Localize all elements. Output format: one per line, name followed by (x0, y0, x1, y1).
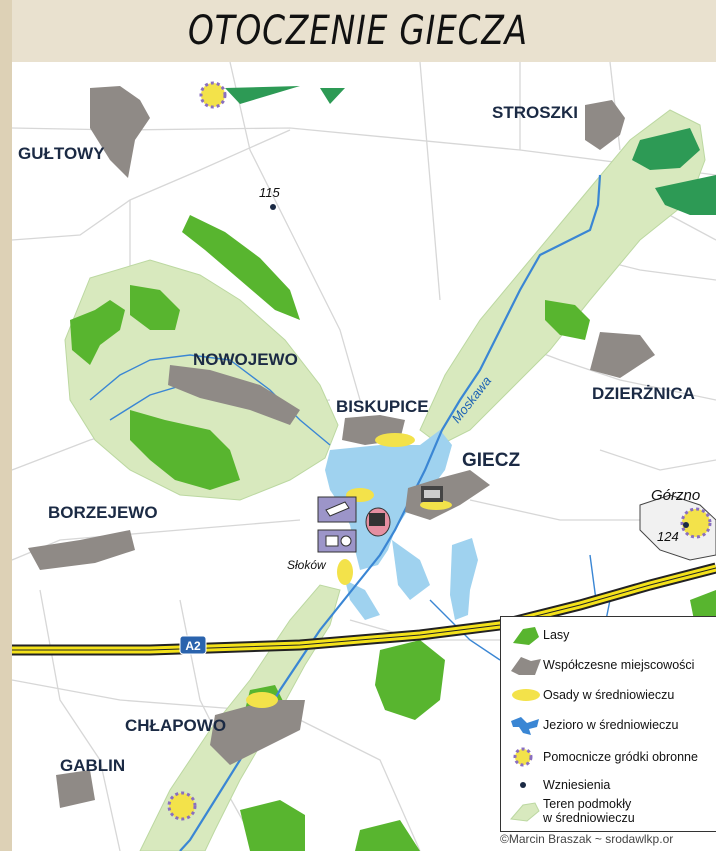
hill-marker-124 (683, 522, 689, 528)
legend-row-villages: Współczesne miejscowości (509, 653, 694, 677)
map-title: OTOCZENIE GIECZA (188, 8, 528, 54)
road-label-a2: A2 (185, 639, 201, 653)
legend-lake: Jezioro w średniowieczu (543, 718, 679, 732)
elevation-124: 124 (657, 529, 679, 544)
place-gultowy: GUŁTOWY (18, 144, 105, 163)
forest-areas (70, 215, 716, 851)
place-gorzno: Górzno (651, 487, 700, 504)
hill-swatch-icon (520, 782, 526, 788)
wetland-swatch-icon (510, 802, 540, 822)
legend-row-lake: Jezioro w średniowieczu (509, 713, 678, 737)
villages (28, 86, 655, 808)
stronghold-swatch-icon (513, 747, 533, 767)
place-giecz: GIECZ (462, 450, 520, 471)
legend-settlements: Osady w średniowieczu (543, 688, 675, 702)
map-frame (0, 0, 12, 851)
strongholds (167, 81, 712, 821)
elevation-115: 115 (259, 185, 280, 200)
medieval-lake (325, 430, 478, 620)
place-slokow: Słoków (287, 558, 327, 572)
archaeology-symbols (317, 486, 443, 553)
legend-forests: Lasy (543, 628, 570, 642)
legend-row-settlements: Osady w średniowieczu (509, 683, 674, 707)
legend-wetland-line-2: w średniowieczu (543, 811, 635, 825)
hill-marker-115 (270, 204, 276, 210)
forest-swatch-icon (513, 627, 539, 645)
place-nowojewo: NOWOJEWO (193, 350, 298, 369)
place-gablin: GABLIN (60, 756, 125, 775)
legend-hills: Wzniesienia (543, 778, 611, 792)
medieval-settlements (246, 433, 452, 708)
forest-areas-dark (225, 86, 716, 215)
legend-wetland-line-1: Teren podmokły (543, 797, 632, 811)
place-chlapowo: CHŁAPOWO (125, 716, 226, 735)
settlement-swatch-icon (512, 689, 540, 701)
lake-swatch-icon (511, 717, 539, 735)
place-stroszki: STROSZKI (492, 103, 578, 122)
legend-strongholds: Pomocnicze gródki obronne (543, 750, 698, 764)
place-dzierznica: DZIERŻNICA (592, 384, 695, 403)
village-swatch-icon (511, 657, 541, 675)
motorway-a2: A2 (12, 562, 716, 656)
legend-row-forests: Lasy (509, 623, 569, 647)
credit-text: ©Marcin Braszak ~ srodawlkp.or (500, 832, 674, 846)
legend-row-hills: Wzniesienia (509, 773, 610, 797)
place-borzejewo: BORZEJEWO (48, 503, 158, 522)
legend-villages: Współczesne miejscowości (543, 658, 695, 672)
place-biskupice: BISKUPICE (336, 397, 429, 416)
legend-row-strongholds: Pomocnicze gródki obronne (509, 745, 698, 769)
map-legend: Lasy Współczesne miejscowości Osady w śr… (500, 616, 716, 832)
